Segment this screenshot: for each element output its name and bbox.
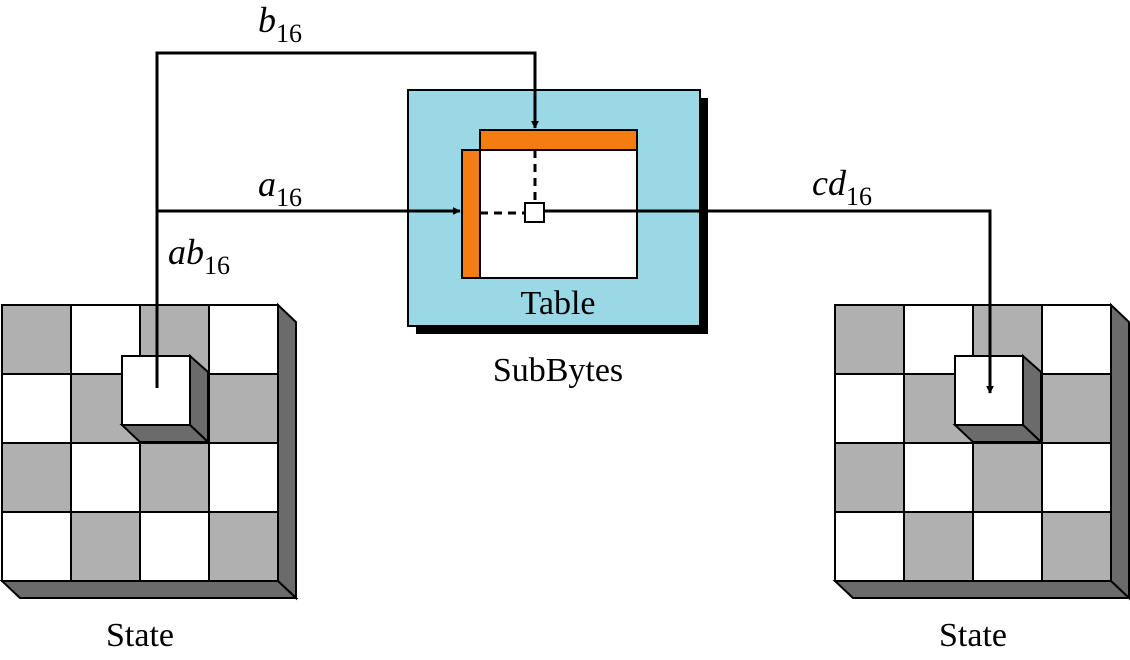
state-right-label: State [939,617,1007,654]
state-right-cell [834,442,905,513]
state-left [0,302,299,601]
table-row-header [461,149,481,279]
state-left-cell [70,511,141,582]
cd16-arrow [544,209,994,394]
state-left-cell [208,304,279,375]
state-left-bottom [0,580,299,599]
label-b16: b16 [258,0,302,48]
state-right-bottom [832,580,1130,599]
state-left-cell [208,442,279,513]
state-left-cell [1,442,72,513]
subbytes-label: SubBytes [493,352,623,389]
state-right-cell [1041,373,1112,444]
state-left-cell [208,373,279,444]
state-left-cell [1,304,72,375]
connectors [155,51,994,394]
state-right-cell [903,511,974,582]
state-right-side [1110,302,1130,601]
b16-arrow [155,51,539,388]
lookup-table [479,149,638,279]
state-right-selected-byte [952,353,1044,445]
state-left-cell [1,373,72,444]
state-left-cell [139,442,210,513]
label-ab16: ab16 [168,232,230,280]
state-left-cell [208,511,279,582]
label-cd16: cd16 [812,163,872,211]
state-left-cell [1,511,72,582]
table-label: Table [520,285,595,322]
table-lookup-cell [524,202,545,223]
state-right-cell [1041,511,1112,582]
state-right-cell [1041,442,1112,513]
state-right-cell [972,511,1043,582]
state-left-side [277,302,297,601]
state-right-cell [1041,304,1112,375]
state-left-label: State [106,617,174,654]
state-right-cell [972,442,1043,513]
state-left-selected-byte [119,353,211,445]
state-right-cell [834,304,905,375]
state-right [832,302,1130,601]
state-left-cell [70,442,141,513]
label-a16: a16 [258,164,302,212]
state-right-cell [903,442,974,513]
state-right-cell [834,511,905,582]
state-right-cell [834,373,905,444]
state-left-cell [139,511,210,582]
table-column-header [479,129,638,151]
